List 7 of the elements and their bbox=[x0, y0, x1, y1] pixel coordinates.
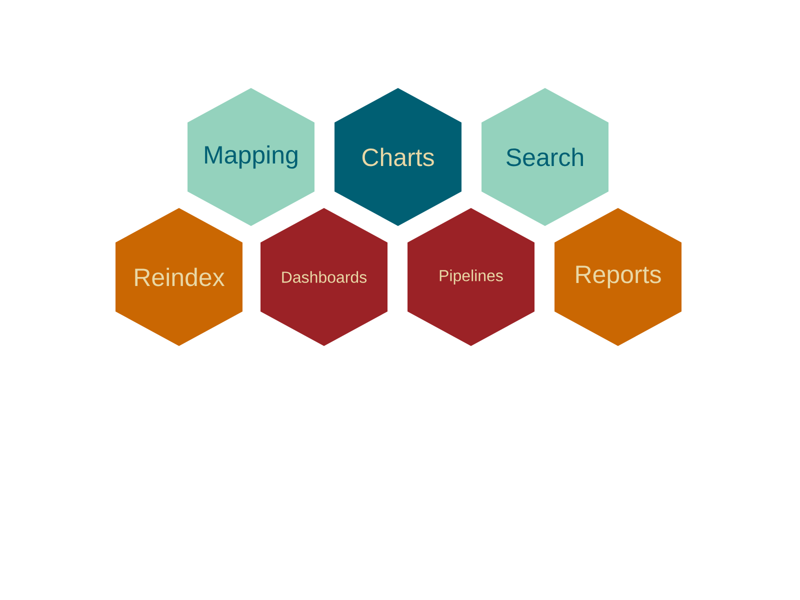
hexagon-tile: Pipelines bbox=[408, 208, 534, 346]
hexagon-tile: Search bbox=[482, 88, 608, 226]
hexagon-tile: Reports bbox=[554, 208, 682, 346]
hexagon-tile: Dashboards bbox=[260, 208, 388, 346]
hexagon-tile: Reindex bbox=[116, 208, 242, 346]
hexagon-tile: Charts bbox=[334, 88, 462, 226]
hexagon-tile: Mapping bbox=[188, 88, 314, 226]
